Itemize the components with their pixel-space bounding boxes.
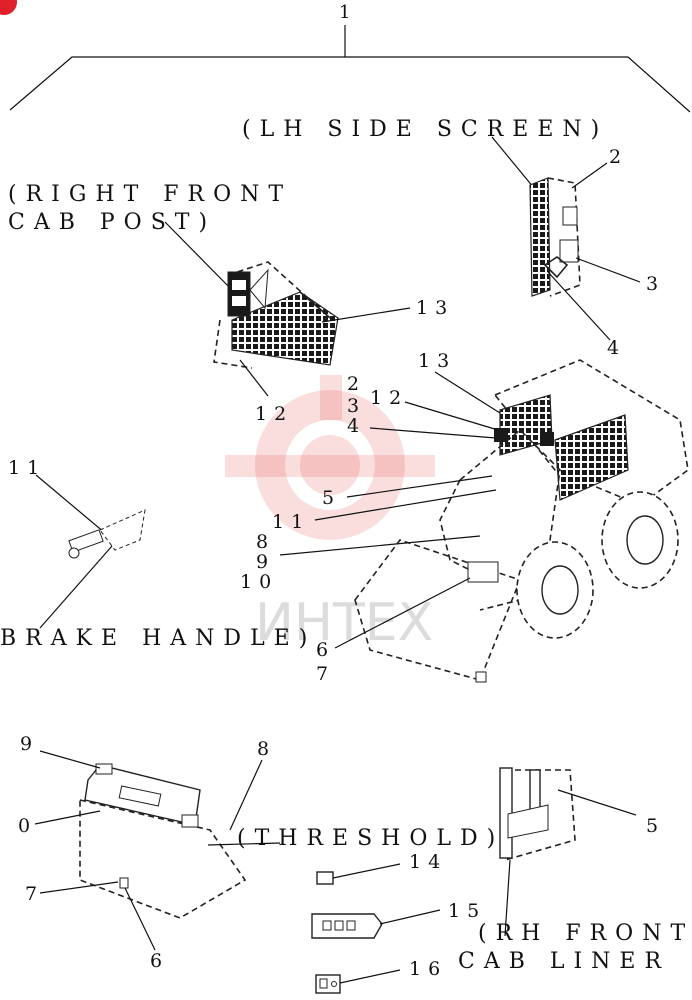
callout-14: 14: [409, 851, 447, 873]
caption-lh-side-screen: (LH SIDE SCREEN): [242, 117, 608, 142]
caption-rh-front-cab-liner-2: CAB LINER: [458, 949, 670, 974]
callout-11-main: 11: [272, 511, 310, 533]
callout-15: 15: [448, 900, 486, 922]
callout-7-main: 7: [316, 663, 335, 685]
caption-rh-front-cab-liner-1: (RH FRONT: [478, 921, 692, 946]
decal-14: [316, 863, 401, 885]
callout-10-main: 10: [240, 571, 278, 593]
callout-8-main: 8: [256, 531, 275, 553]
callout-3-screen: 3: [646, 273, 665, 295]
rh-front-cab-liner-part: [499, 767, 637, 937]
callout-9-main: 9: [256, 551, 275, 573]
callout-5-main: 5: [322, 487, 341, 509]
callout-2-screen: 2: [609, 146, 628, 168]
callout-13-main: 13: [418, 350, 456, 372]
callout-4-screen: 4: [607, 337, 626, 359]
callout-12-post: 12: [255, 403, 293, 425]
threshold-part: [34, 750, 281, 951]
decal-15: [311, 909, 441, 939]
callout-8-threshold: 8: [257, 738, 276, 760]
skid-steer-loader: [279, 359, 689, 683]
assembly-bracket: [9, 25, 691, 113]
caption-right-front-cab-post-1: (RIGHT FRONT: [8, 182, 292, 207]
caption-brake-handle: BRAKE HANDLE): [0, 626, 316, 651]
callout-13-post: 13: [416, 297, 454, 319]
callout-9-threshold: 9: [20, 733, 39, 755]
caption-threshold: (THRESHOLD): [237, 826, 504, 851]
callout-2-main: 2: [347, 373, 366, 395]
callout-10-threshold: 0: [18, 815, 37, 837]
callout-1: 1: [339, 2, 350, 23]
callout-12-main: 12: [370, 387, 408, 409]
lh-side-screen-part: [491, 136, 641, 341]
callout-6-main: 6: [316, 639, 335, 661]
callout-3-main: 3: [347, 395, 366, 417]
corner-mark: [0, 0, 17, 15]
brake-handle-part: [35, 474, 146, 629]
callout-16: 16: [409, 958, 447, 980]
callout-4-main: 4: [347, 415, 366, 437]
callout-11-brake: 11: [8, 457, 46, 479]
callout-6-threshold: 6: [150, 950, 169, 972]
caption-right-front-cab-post-2: CAB POST): [8, 210, 216, 235]
right-front-cab-post-part: [164, 221, 411, 397]
decal-16: [315, 969, 401, 994]
callout-5-liner: 5: [646, 815, 665, 837]
callout-7-threshold: 7: [25, 883, 44, 905]
